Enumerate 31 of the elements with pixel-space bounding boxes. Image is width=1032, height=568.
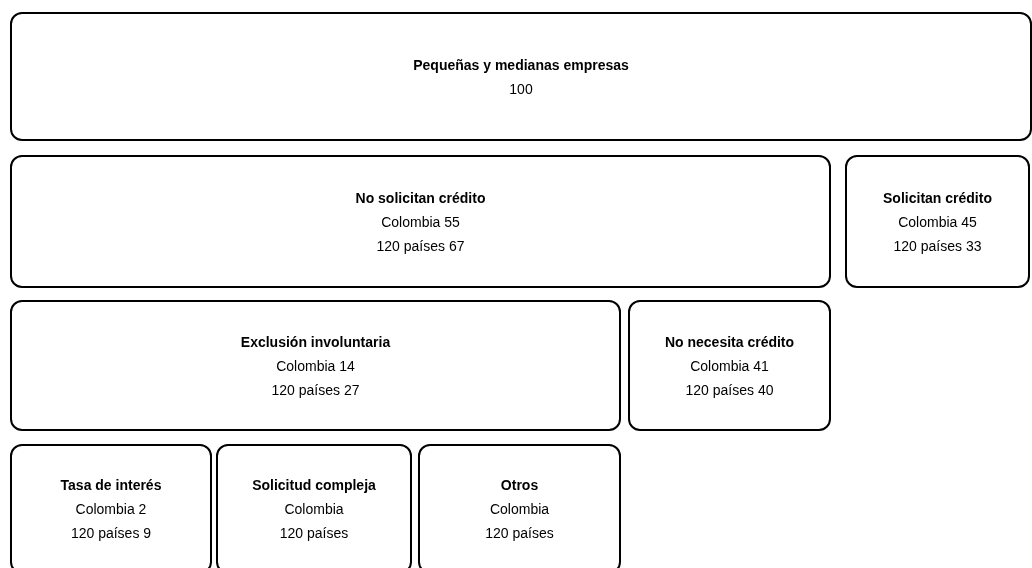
value-text: 120 países 27 <box>271 380 360 400</box>
box-heading: Pequeñas y medianas empresas <box>413 55 629 75</box>
value-text: 120 países 40 <box>685 380 774 400</box>
box-heading: Otros <box>500 476 539 495</box>
value-text: Colombia <box>489 500 550 519</box>
box-heading: No solicitan crédito <box>355 188 486 208</box>
category-box <box>10 12 1032 141</box>
box-heading: No necesita crédito <box>664 332 795 352</box>
value-text: 120 países 67 <box>376 236 465 256</box>
value-text: 100 <box>509 79 533 99</box>
box-heading: Solicitan crédito <box>883 188 992 208</box>
value-text: Colombia 45 <box>898 212 977 232</box>
category-box <box>10 155 831 288</box>
category-box <box>216 444 412 568</box>
value-text: Colombia <box>284 500 344 519</box>
value-text: Colombia 55 <box>381 212 460 232</box>
value-text: 120 países 9 <box>70 524 152 543</box>
category-box <box>418 444 621 568</box>
value-text: 120 países <box>279 524 349 543</box>
category-box <box>10 300 621 431</box>
value-text: Colombia 41 <box>690 356 769 376</box>
box-heading: Tasa de interés <box>60 476 162 495</box>
category-box <box>845 155 1030 288</box>
value-text: Colombia 14 <box>276 356 355 376</box>
box-heading: Exclusión involuntaria <box>240 332 391 352</box>
value-text: 120 países 33 <box>893 236 982 256</box>
value-text: 120 países <box>485 524 554 543</box>
box-heading: Solicitud compleja <box>252 476 376 495</box>
value-text: Colombia 2 <box>75 500 147 519</box>
category-box <box>628 300 831 431</box>
category-box <box>10 444 212 568</box>
